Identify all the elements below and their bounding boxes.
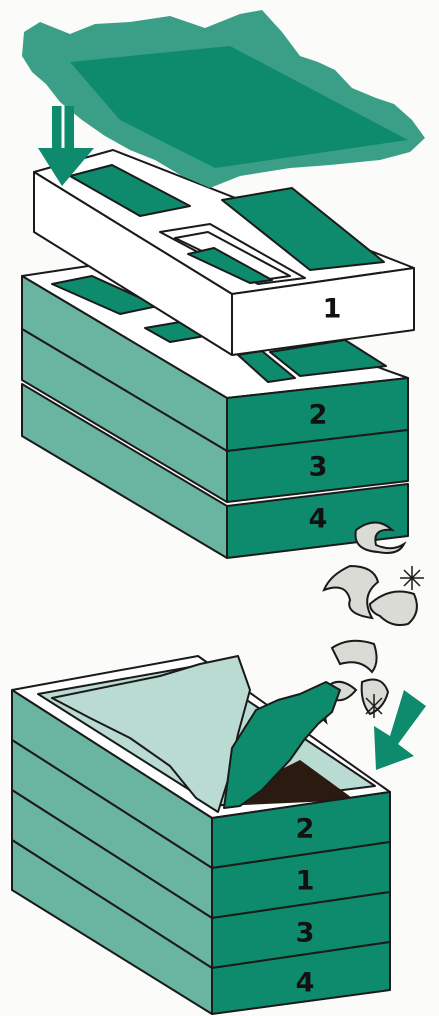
bottom-stack: [12, 656, 390, 1014]
tray-label: 2: [296, 814, 315, 845]
tray-label: 2: [309, 400, 328, 431]
tray-label: 3: [296, 918, 315, 949]
tray-label: 4: [309, 504, 328, 535]
tray-label: 3: [309, 452, 328, 483]
sparkle-icon: [366, 566, 424, 718]
tray-label: 1: [296, 866, 315, 897]
tray-label: 1: [323, 294, 342, 325]
tray-label: 4: [296, 968, 315, 999]
